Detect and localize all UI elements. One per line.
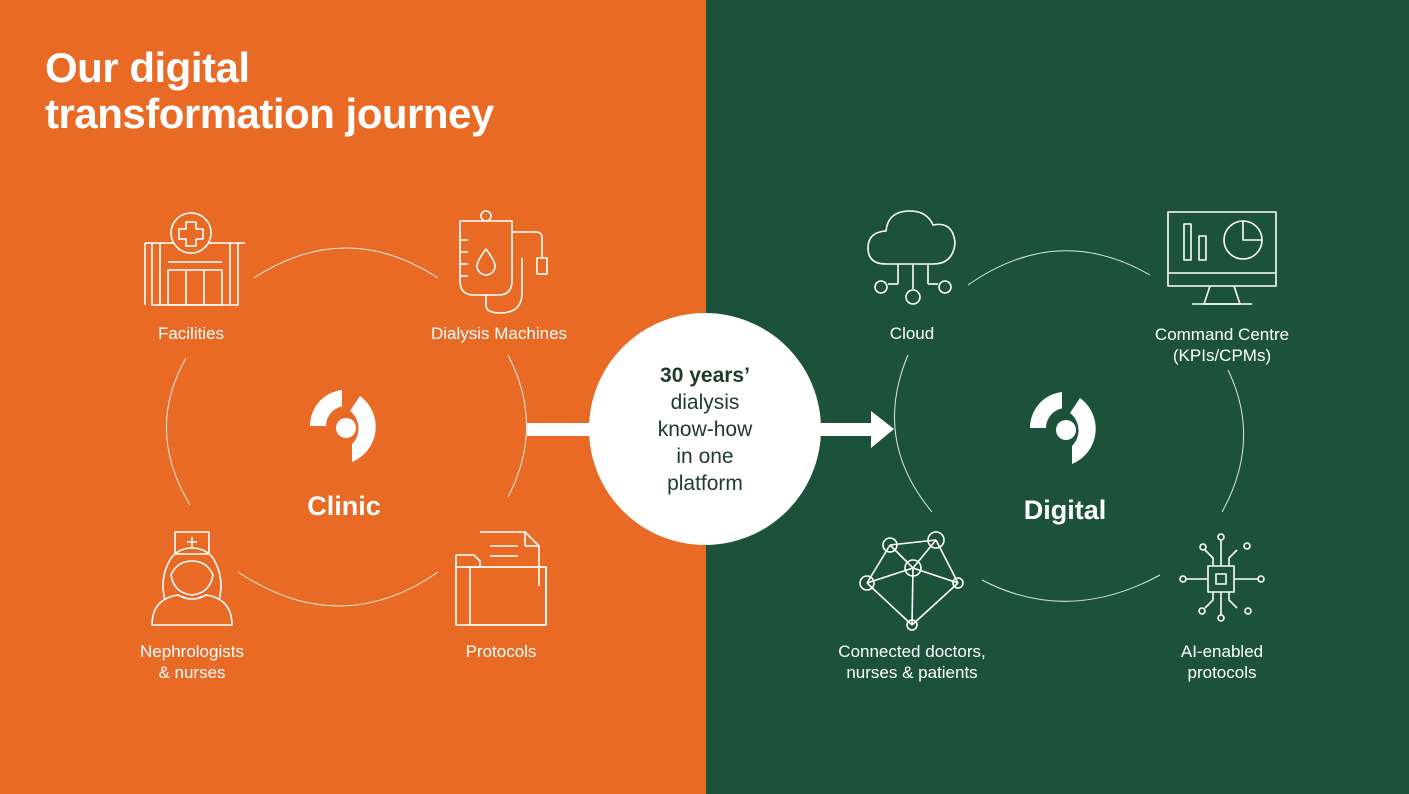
hospital-building-icon [144, 212, 245, 306]
clinic-arc-left [165, 357, 191, 506]
arrow-shaft-left [527, 423, 597, 436]
label-cloud: Cloud [889, 324, 935, 343]
label-nephrologists-nurses: Nephrologists & nurses [140, 641, 244, 683]
label-command-centre: Command Centre (KPIs/CPMs) [1155, 324, 1289, 366]
network-nodes-icon [859, 531, 964, 631]
folder-documents-icon [455, 531, 547, 626]
label-line: & nurses [158, 663, 226, 682]
nurse-icon [151, 531, 233, 626]
bubble-line-2: dialysis [670, 390, 740, 414]
digital-arc-top [967, 250, 1151, 286]
label-line: AI-enabled [1180, 642, 1264, 661]
bubble-line-4: in one [676, 444, 734, 468]
digital-arc-right [1221, 369, 1245, 513]
label-line: protocols [1187, 663, 1257, 682]
clinic-arc-right [507, 354, 527, 498]
page-title: Our digital transformation journey [45, 45, 494, 137]
digital-arc-left [894, 354, 933, 513]
label-facilities: Facilities [157, 324, 225, 343]
monitor-dashboard-icon [1167, 211, 1277, 305]
cloud-network-icon [867, 210, 956, 305]
bubble-line-5: platform [667, 471, 743, 495]
arrow-head-icon [871, 411, 894, 448]
digital-arc-bottom [981, 574, 1161, 602]
label-line: Command Centre [1154, 325, 1290, 344]
cycle-arcs [165, 247, 1245, 607]
label-line: Nephrologists [140, 642, 244, 661]
title-line-1: Our digital [45, 44, 250, 91]
iv-drip-bag-icon [459, 210, 548, 314]
label-line: (KPIs/CPMs) [1172, 346, 1272, 365]
logo-mark-icon [309, 390, 376, 462]
clinic-arc-top [253, 247, 439, 279]
label-line: Connected doctors, [838, 642, 986, 661]
logo-mark-icon [1029, 392, 1096, 464]
label-dialysis-machines: Dialysis Machines [430, 324, 568, 343]
label-ai-protocols: AI-enabled protocols [1181, 641, 1263, 683]
clinic-panel [0, 0, 706, 794]
label-line: nurses & patients [846, 663, 978, 682]
bubble-line-3: know-how [657, 417, 753, 441]
bubble-line-1: 30 years’ [660, 363, 750, 387]
title-line-2: transformation journey [45, 90, 494, 137]
clinic-arc-bottom [237, 571, 439, 607]
label-protocols: Protocols [465, 642, 537, 661]
hub-label-clinic: Clinic [307, 491, 381, 521]
arrow-shaft-right [815, 423, 873, 436]
label-connected-doctors: Connected doctors, nurses & patients [838, 641, 985, 683]
hub-label-digital: Digital [1023, 495, 1107, 525]
center-bubble: 30 years’ dialysis know-how in one platf… [589, 313, 821, 545]
ai-chip-icon [1179, 533, 1265, 622]
